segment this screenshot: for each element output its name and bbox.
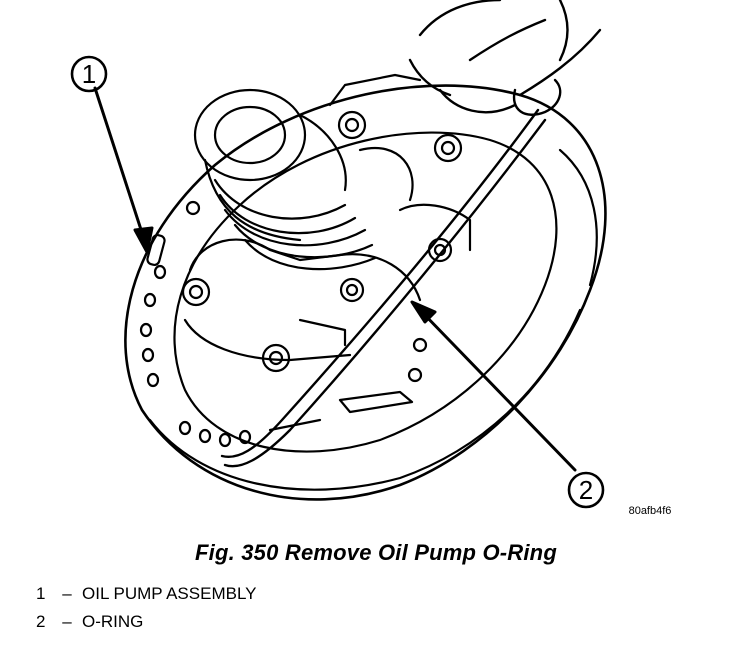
image-code: 80afb4f6 — [629, 505, 672, 517]
leader-line-2 — [410, 300, 577, 472]
legend-item-dash: – — [62, 584, 72, 603]
pump-plate — [183, 73, 472, 432]
pump-body — [124, 84, 607, 501]
legend-item-label: OIL PUMP ASSEMBLY — [82, 584, 257, 603]
callout-label-2: 2 — [579, 475, 593, 505]
leader-line-1 — [93, 86, 154, 254]
figure-caption: Fig. 350 Remove Oil Pump O-Ring — [195, 540, 557, 565]
oil-pump-illustration: 1 2 80afb4f6 — [70, 0, 672, 517]
callout-circle-2 — [567, 471, 605, 509]
stator-shaft — [193, 88, 377, 271]
legend-item-number: 1 — [36, 584, 46, 603]
callout-label-1: 1 — [82, 59, 96, 89]
flange-bolt-holes — [139, 200, 428, 448]
hand — [408, 0, 602, 116]
legend-item: 1–OIL PUMP ASSEMBLY — [36, 580, 256, 608]
pump-bolts — [181, 110, 463, 373]
legend-item-label: O-RING — [82, 612, 144, 631]
legend: 1–OIL PUMP ASSEMBLY 2–O-RING — [36, 580, 256, 636]
o-ring — [220, 108, 547, 468]
callout-circle-1 — [70, 55, 108, 93]
legend-item-dash: – — [62, 612, 72, 631]
legend-item-number: 2 — [36, 612, 46, 631]
legend-item: 2–O-RING — [36, 608, 256, 636]
